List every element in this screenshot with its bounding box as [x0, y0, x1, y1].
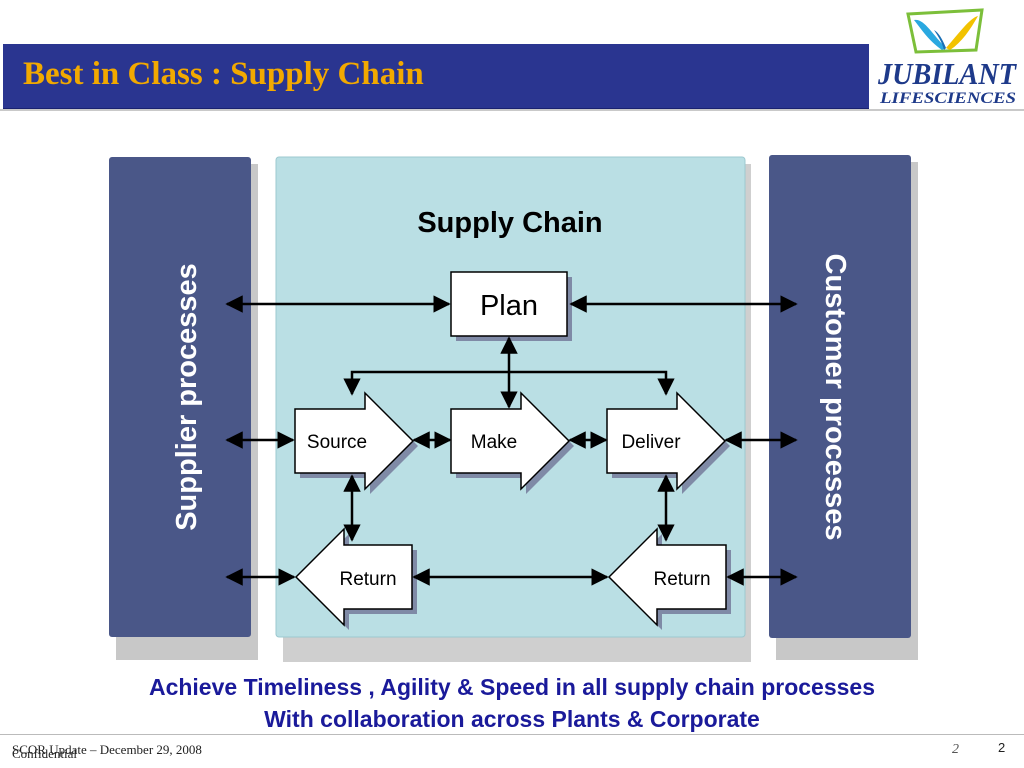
- return-right-label: Return: [653, 569, 710, 590]
- source-label: Source: [307, 432, 367, 453]
- connector-arrows: [225, 295, 798, 586]
- deliver-label: Deliver: [621, 432, 681, 453]
- footer-date: SCOR Update – December 29, 2008: [12, 742, 202, 757]
- butterfly-icon: [906, 8, 984, 54]
- supplier-panel: [109, 157, 251, 637]
- customer-panel: [769, 155, 911, 638]
- slide-number-italic: 2: [952, 742, 959, 757]
- logo-name: JUBILANT: [877, 56, 1017, 91]
- customer-processes-label: Customer processes: [819, 254, 851, 541]
- plan-label: Plan: [480, 290, 538, 322]
- supplier-processes-label: Supplier processes: [171, 263, 203, 531]
- company-logo: JUBILANT LIFESCIENCES: [877, 8, 1017, 107]
- make-label: Make: [471, 432, 517, 453]
- plan-box: [450, 271, 568, 337]
- source-process: [294, 391, 415, 491]
- return-left-label: Return: [339, 569, 396, 590]
- footer-confidential: Confidential: [12, 746, 77, 761]
- slide-number: 2: [998, 740, 1006, 755]
- tagline-line-2: With collaboration across Plants & Corpo…: [264, 706, 760, 732]
- logo-tagline: LIFESCIENCES: [879, 90, 1016, 107]
- footer-divider: [0, 734, 1024, 735]
- page-title: Best in Class : Supply Chain: [23, 56, 424, 92]
- title-bar: Best in Class : Supply Chain: [3, 44, 869, 111]
- tagline-line-1: Achieve Timeliness , Agility & Speed in …: [148, 674, 876, 700]
- title-divider: [0, 109, 1024, 111]
- return-process-right: [607, 527, 727, 627]
- deliver-process: [606, 391, 727, 491]
- make-process: [450, 391, 571, 491]
- supply-chain-title: Supply Chain: [417, 207, 602, 239]
